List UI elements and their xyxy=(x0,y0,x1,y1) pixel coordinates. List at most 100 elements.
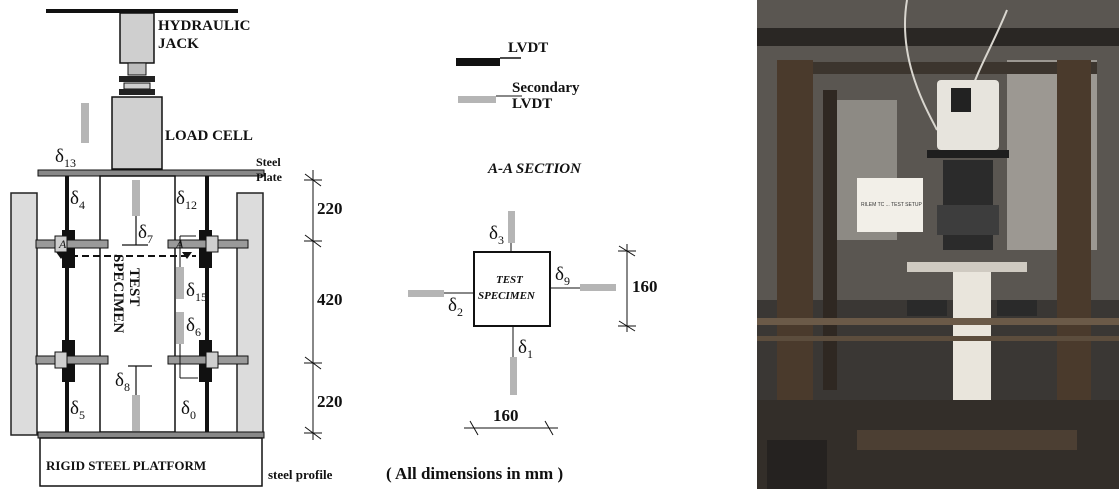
section-specimen xyxy=(473,251,551,327)
rigid-steel-platform xyxy=(39,437,263,487)
jack-collar-1 xyxy=(119,76,155,82)
label-test-specimen: TEST SPECIMEN xyxy=(110,254,142,333)
section-lvdt-d2 xyxy=(408,290,444,297)
left-column xyxy=(10,192,38,436)
load-cell xyxy=(111,96,163,170)
section-delta-3-symbol: δ xyxy=(489,223,498,244)
label-test-specimen-2: SPECIMEN xyxy=(110,254,126,333)
photo-cable-1 xyxy=(904,0,938,131)
bolt-lower-left xyxy=(35,355,109,365)
section-view: A-A SECTION TEST SPECIMEN δ3 δ9 δ2 δ1 16… xyxy=(386,161,658,483)
section-label-1: TEST xyxy=(496,274,524,286)
photo-jack-dark xyxy=(951,88,971,112)
section-delta-3: δ3 xyxy=(489,223,504,247)
section-dim-h-tick-2 xyxy=(544,420,554,436)
photo-clamp-left xyxy=(907,300,947,316)
photo-column-mid xyxy=(823,90,837,390)
delta-8: δ8 xyxy=(115,370,130,394)
section-delta-9-symbol: δ xyxy=(555,264,564,285)
photo-sign-text: RILEM TC ... TEST SETUP xyxy=(861,202,923,208)
lvdt-d7 xyxy=(132,180,140,216)
legend-secondary-label-1: Secondary xyxy=(512,80,580,96)
section-lvdt-d9 xyxy=(580,284,616,291)
bolt-upper-left xyxy=(35,239,109,249)
lvdt-d6 xyxy=(176,312,184,344)
delta-7-index: 7 xyxy=(147,232,153,246)
legend-secondary-swatch xyxy=(458,96,496,103)
test-specimen xyxy=(99,175,176,433)
section-delta-9-index: 9 xyxy=(564,274,570,288)
dim-top: 220 xyxy=(317,199,343,218)
section-delta-2: δ2 xyxy=(448,295,463,319)
delta-5-index: 5 xyxy=(79,408,85,422)
photo-base-beam xyxy=(857,430,1077,450)
delta-4-symbol: δ xyxy=(70,188,79,209)
photo-rod-horizontal xyxy=(757,318,1119,325)
section-label-2: SPECIMEN xyxy=(478,290,536,302)
right-column xyxy=(236,192,264,436)
delta-7-symbol: δ xyxy=(138,222,147,243)
delta-6-symbol: δ xyxy=(186,315,195,336)
section-arrow-right xyxy=(182,252,192,259)
section-delta-9: δ9 xyxy=(555,264,570,288)
legend: LVDT Secondary LVDT xyxy=(456,40,580,112)
section-delta-1-symbol: δ xyxy=(518,337,527,358)
photo-sign xyxy=(857,178,923,232)
nut-lower-left xyxy=(54,351,68,369)
nut-lower-right xyxy=(205,351,219,369)
delta-5-symbol: δ xyxy=(70,398,79,419)
label-steel-plate-1: Steel xyxy=(256,155,281,169)
jack-collar-2 xyxy=(123,82,151,90)
legend-lvdt-label: LVDT xyxy=(508,40,548,56)
steel-plate xyxy=(37,169,265,177)
section-marker-left: A xyxy=(58,237,67,251)
delta-8-symbol: δ xyxy=(115,370,124,391)
photo-plate-1 xyxy=(927,150,1009,158)
section-delta-1-index: 1 xyxy=(527,347,533,361)
section-dim-h-tick-1 xyxy=(469,420,479,436)
delta-6-index: 6 xyxy=(195,325,201,339)
test-setup-photo: RILEM TC ... TEST SETUP xyxy=(757,0,1119,489)
label-platform: RIGID STEEL PLATFORM xyxy=(46,458,206,473)
delta-0-symbol: δ xyxy=(181,398,190,419)
section-delta-3-index: 3 xyxy=(498,233,504,247)
photo-load-cell-band xyxy=(937,205,999,235)
delta-13-symbol: δ xyxy=(55,146,64,167)
lvdt-d15 xyxy=(176,267,184,299)
label-hydraulic-2: JACK xyxy=(158,36,199,52)
delta-4: δ4 xyxy=(70,188,85,212)
delta-5: δ5 xyxy=(70,398,85,422)
dim-middle: 420 xyxy=(317,290,343,309)
jack-piston xyxy=(127,62,147,76)
photo-left-column xyxy=(777,60,813,410)
elevation-view: A A HYDRAULIC JACK LOAD CELL Steel Plate… xyxy=(10,9,333,487)
units-note: ( All dimensions in mm ) xyxy=(386,464,563,483)
base-plate xyxy=(37,431,265,439)
section-delta-2-index: 2 xyxy=(457,305,463,319)
legend-lvdt-swatch xyxy=(456,58,500,66)
delta-0: δ0 xyxy=(181,398,196,422)
hydraulic-jack xyxy=(119,12,155,64)
delta-15-index: 15 xyxy=(195,290,207,304)
delta-8-index: 8 xyxy=(124,380,130,394)
photo-illustration: RILEM TC ... TEST SETUP xyxy=(757,0,1119,489)
section-title: A-A SECTION xyxy=(487,161,582,177)
section-dim-width: 160 xyxy=(493,406,519,425)
delta-13-index: 13 xyxy=(64,156,76,170)
delta-15-symbol: δ xyxy=(186,280,195,301)
legend-secondary-label-2: LVDT xyxy=(512,96,552,112)
section-delta-1: δ1 xyxy=(518,337,533,361)
lvdt-d13 xyxy=(81,103,89,143)
photo-clamp-right xyxy=(997,300,1037,316)
photo-right-column xyxy=(1057,60,1091,400)
photo-rod-horizontal-2 xyxy=(757,336,1119,341)
dim-bottom: 220 xyxy=(317,392,343,411)
delta-15: δ15 xyxy=(186,280,207,304)
section-delta-2-symbol: δ xyxy=(448,295,457,316)
delta-12-symbol: δ xyxy=(176,188,185,209)
delta-0-index: 0 xyxy=(190,408,196,422)
label-load-cell: LOAD CELL xyxy=(165,128,253,144)
delta-12: δ12 xyxy=(176,188,197,212)
nut-upper-right xyxy=(205,235,219,253)
